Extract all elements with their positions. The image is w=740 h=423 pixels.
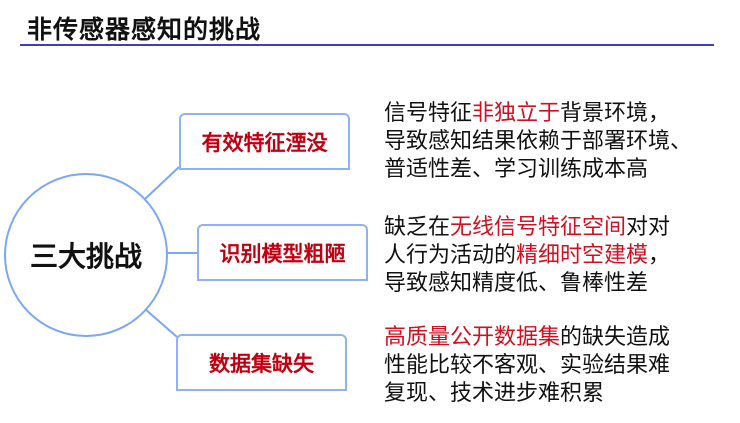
description-line: 高质量公开数据集的缺失造成 bbox=[384, 324, 670, 352]
highlighted-text: 精细时空建模 bbox=[516, 243, 649, 268]
description-line: 性能比较不客观、实验结果难 bbox=[384, 352, 670, 380]
description-text: 的缺失造成 bbox=[560, 325, 671, 350]
connector-3 bbox=[144, 308, 178, 338]
description-line: 缺乏在无线信号特征空间对对 bbox=[384, 214, 670, 242]
page-title: 非传感器感知的挑战 bbox=[27, 15, 262, 44]
description-text: 普适性差、学习训练成本高 bbox=[384, 157, 649, 182]
description-text: 背景环境， bbox=[560, 101, 671, 126]
highlighted-text: 无线信号特征空间 bbox=[450, 215, 627, 240]
description-text: 缺乏在 bbox=[384, 215, 451, 240]
description-line: 普适性差、学习训练成本高 bbox=[384, 156, 692, 184]
description-text: 导致感知精度低、鲁棒性差 bbox=[384, 271, 649, 296]
highlighted-text: 非独立于 bbox=[472, 101, 561, 126]
description-text: 导致感知结果依赖于部署环境、 bbox=[384, 129, 693, 154]
description-text: 人行为活动的 bbox=[384, 243, 517, 268]
description-line: 导致感知结果依赖于部署环境、 bbox=[384, 128, 692, 156]
description-text: 信号特征 bbox=[384, 101, 473, 126]
description-text: ， bbox=[648, 243, 671, 268]
highlighted-text: 高质量公开数据集 bbox=[384, 325, 561, 350]
challenge-box-1: 有效特征湮没 bbox=[179, 113, 350, 170]
description-line: 人行为活动的精细时空建模， bbox=[384, 242, 670, 270]
description-line: 导致感知精度低、鲁棒性差 bbox=[384, 270, 670, 298]
description-text: 性能比较不客观、实验结果难 bbox=[384, 353, 671, 378]
challenge-description-3: 高质量公开数据集的缺失造成性能比较不客观、实验结果难复现、技术进步难积累 bbox=[384, 324, 670, 408]
connector-1 bbox=[144, 166, 180, 200]
description-line: 信号特征非独立于背景环境， bbox=[384, 100, 692, 128]
description-text: 复现、技术进步难积累 bbox=[384, 381, 605, 406]
challenge-description-1: 信号特征非独立于背景环境，导致感知结果依赖于部署环境、普适性差、学习训练成本高 bbox=[384, 100, 692, 184]
challenge-box-2: 识别模型粗陋 bbox=[197, 224, 368, 281]
center-node: 三大挑战 bbox=[4, 173, 168, 337]
title-underline bbox=[20, 44, 714, 46]
description-text: 对对 bbox=[626, 215, 671, 240]
description-line: 复现、技术进步难积累 bbox=[384, 380, 670, 408]
challenge-box-3: 数据集缺失 bbox=[176, 334, 347, 391]
challenge-description-2: 缺乏在无线信号特征空间对对人行为活动的精细时空建模，导致感知精度低、鲁棒性差 bbox=[384, 214, 670, 298]
